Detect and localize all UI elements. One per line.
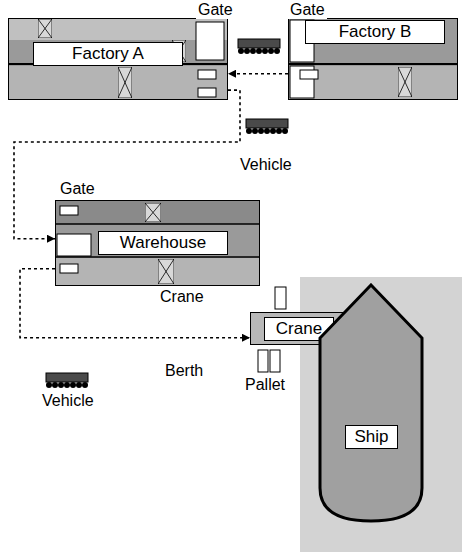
part-label: Vehicle xyxy=(238,156,294,174)
vehicle-icon xyxy=(246,119,288,134)
building-box: Factory A xyxy=(8,18,228,100)
building-box: Warehouse xyxy=(55,200,260,286)
flow-arrow xyxy=(228,73,288,75)
vehicle-icon xyxy=(238,39,280,54)
part-label: Gate xyxy=(288,1,327,19)
node-title: Factory B xyxy=(305,20,445,44)
node-title: Ship xyxy=(345,425,398,449)
factory-a-building xyxy=(8,18,228,100)
node-title: Factory A xyxy=(33,42,183,66)
part-label: Vehicle xyxy=(40,392,96,410)
vehicle-icon xyxy=(46,373,88,388)
ship-hull: Ship xyxy=(318,283,424,523)
flow-arrow xyxy=(14,90,240,239)
part-label: Pallet xyxy=(243,376,287,394)
part-label: Gate xyxy=(58,180,97,198)
part-label: Gate xyxy=(196,1,235,19)
node-title: Warehouse xyxy=(98,231,228,255)
ship-outline xyxy=(318,283,424,523)
warehouse-building xyxy=(55,200,260,286)
part-label: Crane xyxy=(158,288,206,306)
building-box: Factory B xyxy=(288,18,458,100)
part-label: Berth xyxy=(163,362,205,380)
factory-b-building xyxy=(288,18,458,100)
